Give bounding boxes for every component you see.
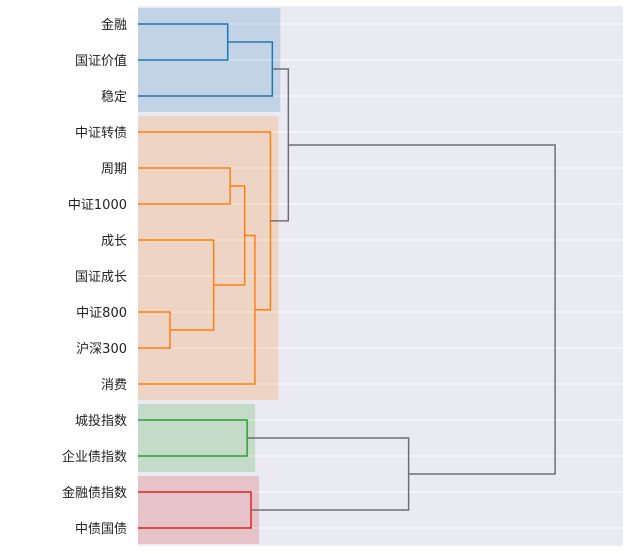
leaf-label: 沪深300 [76,341,127,357]
leaf-label: 中证1000 [68,198,127,213]
leaf-label: 中证转债 [75,126,127,141]
leaf-label: 企业债指数 [62,449,127,465]
cluster-highlights [138,8,281,544]
link-path [288,144,556,475]
cluster-highlight [138,116,279,400]
leaf-label: 中证800 [76,306,127,321]
cluster-highlight [138,476,260,544]
leaf-label: 成长 [101,234,127,249]
leaf-label: 金融 [101,17,127,33]
dendrogram-link [288,144,556,475]
leaf-label: 国证成长 [75,270,127,285]
leaf-label: 周期 [101,162,127,177]
leaf-label: 城投指数 [75,413,127,429]
leaf-label: 金融债指数 [62,485,127,501]
cluster-highlight [138,404,256,472]
leaf-label: 消费 [101,378,127,393]
dendrogram-links [138,23,556,529]
leaf-label: 国证价值 [75,53,127,69]
leaf-label: 中债国债 [75,522,127,537]
leaf-label: 稳定 [101,89,127,105]
